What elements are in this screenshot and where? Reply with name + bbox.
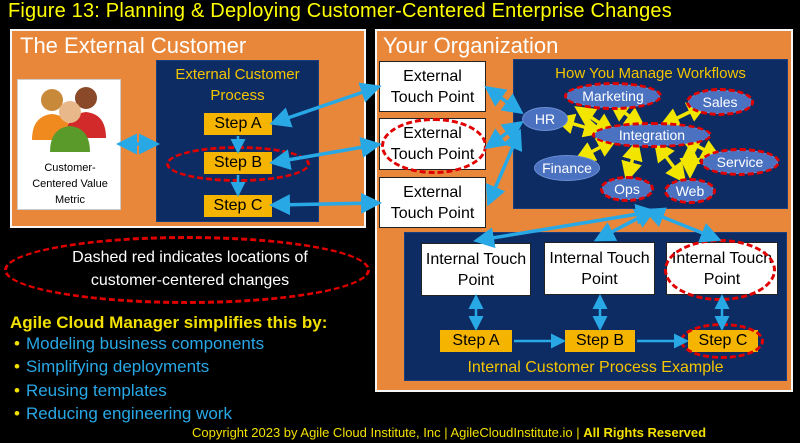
internal-step-b[interactable]: Step B	[565, 330, 635, 352]
copyright-text: Copyright 2023 by Agile Cloud Institute,…	[192, 425, 580, 440]
acm-bullet-2: •Simplifying deployments	[14, 357, 210, 376]
internal-step-a[interactable]: Step A	[440, 330, 512, 352]
bullet-text: Reducing engineering work	[25, 404, 232, 423]
external-process-title: External Customer Process	[175, 66, 300, 104]
acm-bullet-3: •Reusing templates	[14, 381, 167, 400]
external-customer-title: The External Customer	[20, 33, 247, 58]
workflow-node-hr[interactable]: HR	[522, 107, 568, 131]
bullet-text: Simplifying deployments	[25, 357, 210, 376]
bullet-text: Modeling business components	[25, 334, 265, 353]
touch-point-label: External Touch Point	[390, 67, 475, 106]
external-touch-point-1[interactable]: External Touch Point	[379, 61, 486, 112]
workflows-title: How You Manage Workflows	[555, 65, 746, 82]
legend-text: Dashed red indicates locations of custom…	[72, 249, 308, 289]
metric-label: Customer-Centered Value Metric	[32, 162, 108, 206]
internal-process-title: Internal Customer Process Example	[467, 359, 724, 376]
change-marker-web	[664, 178, 716, 204]
acm-bullet-4: •Reducing engineering work	[14, 404, 232, 423]
external-step-c[interactable]: Step C	[204, 195, 272, 217]
people-icon	[32, 87, 106, 152]
rights-text: All Rights Reserved	[583, 425, 707, 440]
change-marker-service	[700, 148, 780, 176]
acm-heading: Agile Cloud Manager simplifies this by:	[10, 313, 328, 332]
organization-title: Your Organization	[383, 33, 559, 58]
internal-touch-point-1[interactable]: Internal Touch Point	[421, 243, 531, 296]
change-marker-integration	[592, 122, 712, 148]
touch-point-label: Internal Touch Point	[425, 250, 527, 289]
change-marker-sales	[686, 88, 754, 116]
acm-bullet-1: •Modeling business components	[14, 334, 265, 353]
external-step-a[interactable]: Step A	[204, 113, 272, 135]
figure-title: Figure 13: Planning & Deploying Customer…	[8, 0, 672, 22]
workflow-node-finance[interactable]: Finance	[534, 155, 600, 181]
internal-touch-point-2[interactable]: Internal Touch Point	[544, 242, 655, 295]
footer: Copyright 2023 by Agile Cloud Institute,…	[192, 425, 706, 440]
external-touch-point-3[interactable]: External Touch Point	[379, 177, 486, 228]
legend-dashed-ellipse	[4, 236, 370, 304]
change-marker-marketing	[564, 82, 662, 110]
bullet-text: Reusing templates	[25, 381, 167, 400]
change-marker-ops	[600, 176, 654, 202]
touch-point-label: External Touch Point	[390, 183, 475, 222]
touch-point-label: Internal Touch Point	[549, 249, 650, 288]
